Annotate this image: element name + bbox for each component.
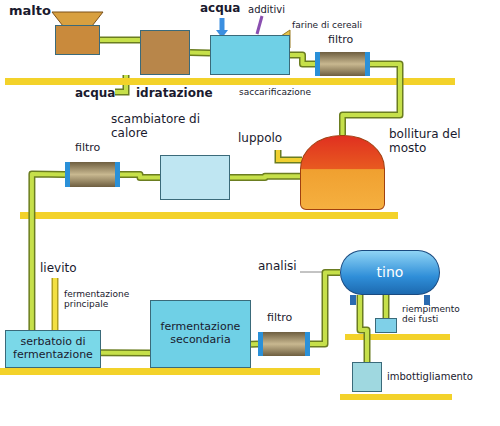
tino-unit: tino <box>340 250 440 295</box>
pipe <box>360 295 367 362</box>
unit-label: filtro <box>267 312 317 325</box>
pipe <box>190 52 210 54</box>
unit-label: riempimento dei fusti <box>402 304 476 325</box>
unit-label: idratazione <box>136 87 226 101</box>
boiler-unit: bollitura del mosto <box>300 135 385 210</box>
pipe <box>120 175 160 178</box>
unit-name: serbatoio di fermentazione <box>6 334 100 363</box>
pipe <box>101 352 150 353</box>
pipe <box>230 176 300 177</box>
unit-label: saccarificazione <box>239 87 339 97</box>
filter-unit: filtro <box>258 332 310 356</box>
pipe <box>310 273 340 345</box>
pipe <box>32 174 65 330</box>
pipe <box>290 55 315 64</box>
process-tank: fermentazione secondaria <box>150 300 251 368</box>
input-label: lievito <box>40 262 77 276</box>
pipe <box>386 295 387 318</box>
pipe <box>251 344 258 345</box>
process-tank: saccarificazione <box>210 35 290 75</box>
unit-label: filtro <box>328 34 378 47</box>
unit-name: fermentazione secondaria <box>151 319 250 348</box>
input-label: analisi <box>258 260 297 274</box>
process-tank: malto <box>55 25 100 55</box>
unit-label: imbottigliamento <box>387 371 487 383</box>
unit-label: scambiatore di calore <box>111 113 223 141</box>
unit-label: malto <box>9 4 59 19</box>
input-label: acqua <box>75 87 115 101</box>
unit-label: filtro <box>75 142 125 155</box>
filter-unit: filtro <box>65 162 120 187</box>
input-label: additivi <box>248 4 285 16</box>
process-tank: fermentazione principaleserbatoio di fer… <box>5 330 101 368</box>
process-tank: riempimento dei fusti <box>375 318 397 333</box>
input-label: farine di cereali <box>292 20 362 30</box>
unit-label: fermentazione principale <box>64 289 156 310</box>
input-label: acqua <box>200 2 240 16</box>
process-tank: idratazione <box>140 30 190 75</box>
filter-unit: filtro <box>315 52 370 76</box>
unit-name: tino <box>373 262 408 282</box>
process-tank: imbottigliamento <box>352 362 382 392</box>
input-label: luppolo <box>238 132 282 146</box>
pipe <box>100 39 140 40</box>
unit-label: bollitura del mosto <box>389 128 467 156</box>
process-tank: scambiatore di calore <box>160 155 230 200</box>
